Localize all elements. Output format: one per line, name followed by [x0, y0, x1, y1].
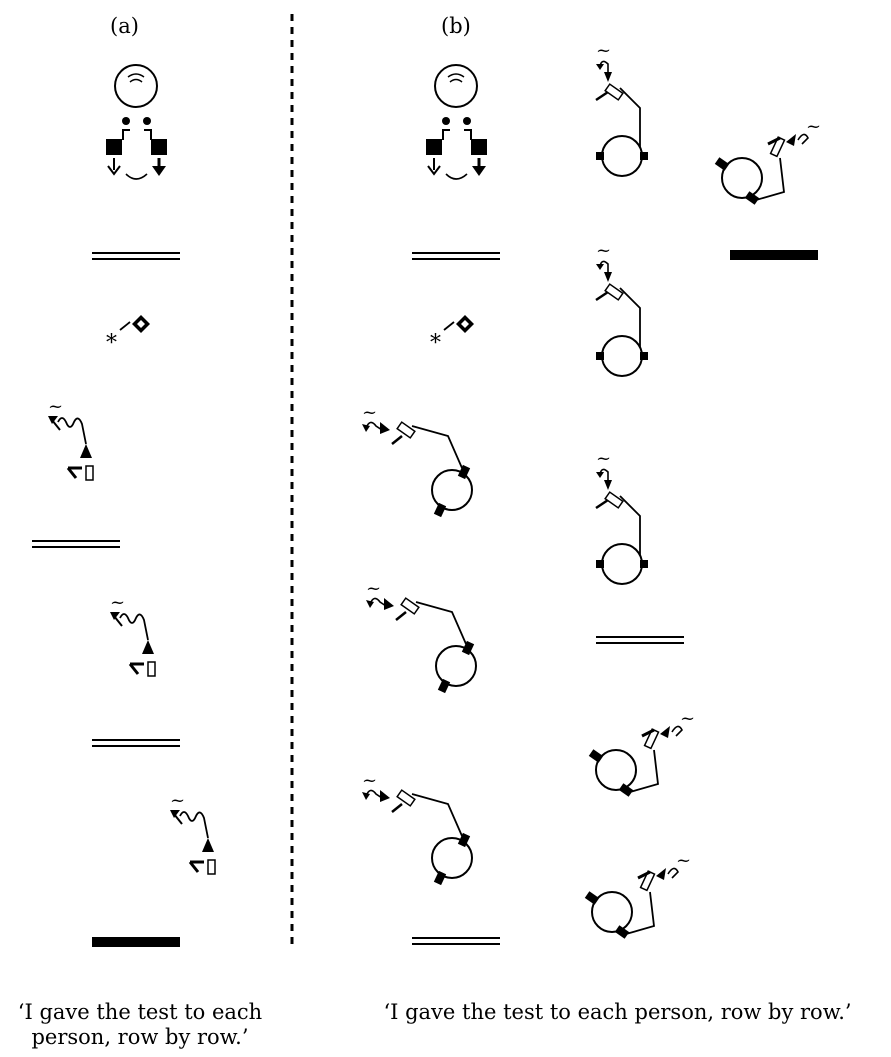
circle-movement-b-3	[360, 768, 474, 887]
circle-movement-b-2	[364, 576, 478, 695]
caption-b: ‘I gave the test to each person, row by …	[383, 1000, 852, 1024]
double-line-b-1	[412, 252, 500, 260]
double-line-a-2	[32, 540, 120, 548]
double-line-a-3	[92, 739, 180, 747]
circle-movement-b-7	[587, 706, 697, 799]
panel-b-label: (b)	[441, 14, 471, 38]
movement-symbol-a-2	[108, 590, 157, 678]
circle-movement-b-6	[594, 446, 650, 586]
hand-symbol-a	[105, 314, 151, 357]
movement-symbol-a-1	[46, 394, 95, 482]
double-line-b-3	[596, 636, 684, 644]
caption-a-line1: ‘I gave the test to each	[17, 1000, 263, 1024]
movement-symbol-a-3	[168, 788, 217, 876]
hand-symbol-b	[429, 314, 475, 357]
face-symbol-b	[424, 63, 489, 181]
thick-bar-b	[730, 250, 818, 260]
caption-a: ‘I gave the test to each person, row by …	[0, 1000, 280, 1050]
thick-bar-a	[92, 937, 180, 947]
face-symbol-a	[104, 63, 169, 181]
circle-movement-b-8	[583, 848, 693, 941]
double-line-a-1	[92, 252, 180, 260]
circle-movement-b-4	[594, 38, 650, 178]
double-line-b-2	[412, 937, 500, 945]
panel-a-label: (a)	[110, 14, 139, 38]
circle-movement-b-1	[360, 400, 474, 519]
circle-movement-b-9	[713, 114, 823, 207]
caption-a-line2: person, row by row.’	[31, 1025, 249, 1049]
circle-movement-b-5	[594, 238, 650, 378]
